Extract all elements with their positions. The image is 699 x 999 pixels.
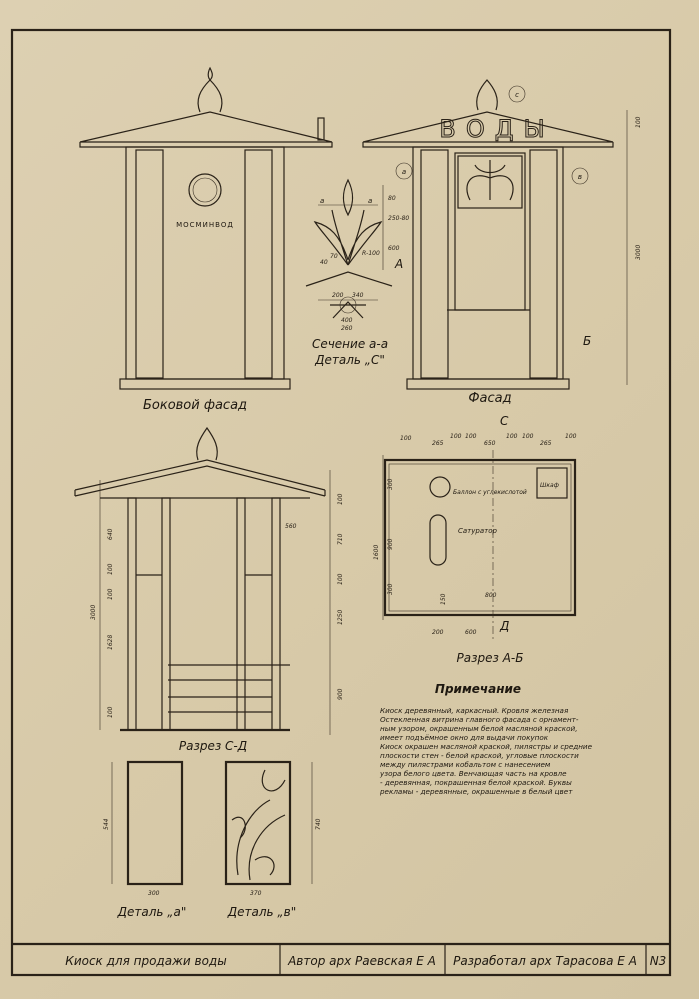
- title-block-name: Киоск для продажи воды: [65, 954, 226, 968]
- detail-c: а а А 80 250-80 600 R-100 70 40 200 340 …: [305, 178, 409, 367]
- dim: 200: [432, 629, 444, 636]
- note-line: Киоск окрашен масляной краской, пилястры…: [380, 742, 593, 751]
- dim: 370: [250, 890, 262, 897]
- note-title: Примечание: [435, 682, 521, 696]
- dim: 40: [320, 259, 328, 266]
- note-line: плоскости стен - белой краской, угловые …: [380, 751, 579, 760]
- dim: 100: [565, 433, 577, 440]
- dim: 200: [332, 292, 344, 299]
- dim: 265: [540, 440, 552, 447]
- side-facade: МОСМИНВОД Боковой фасад: [79, 66, 333, 413]
- dim: R-100: [362, 250, 380, 257]
- label-cabinet: Шкаф: [540, 482, 559, 489]
- dim: 560: [285, 523, 297, 530]
- side-label-b: Б: [583, 334, 591, 348]
- dim: 100: [107, 706, 114, 718]
- section-aa-title: Сечение а-а: [312, 337, 388, 351]
- note-line: ным узором, окрашенным белой масляной кр…: [380, 724, 578, 733]
- dim: 650: [484, 440, 496, 447]
- dim: 100: [635, 116, 642, 128]
- dim: 900: [387, 538, 394, 550]
- dim: 70: [330, 253, 338, 260]
- detail-a-title: Деталь „а": [117, 905, 187, 919]
- label-saturator: Сатуратор: [458, 527, 497, 535]
- section-cd: 3000 640 100 100 1628 100 560 1250 900 1…: [74, 426, 344, 753]
- side-facade-title: Боковой фасад: [143, 398, 247, 413]
- dim: 265: [432, 440, 444, 447]
- dim: 710: [337, 533, 344, 545]
- dim: 100: [337, 493, 344, 505]
- label-co2-cylinder: Баллон с углекислотой: [453, 489, 527, 496]
- dim: 100: [465, 433, 477, 440]
- dim: 100: [450, 433, 462, 440]
- marker-v: в: [578, 173, 582, 181]
- dim: 900: [337, 688, 344, 700]
- plan-ab: С Д Баллон с углекислотой Сатуратор Шкаф…: [373, 414, 577, 665]
- dim: 150: [440, 593, 447, 605]
- note-line: Остекленная витрина главного фасада с ор…: [380, 715, 579, 724]
- dim: 1250: [337, 610, 344, 625]
- sheet-frame: [10, 28, 672, 977]
- note-line: Киоск деревянный, каркасный. Кровля желе…: [380, 706, 569, 715]
- front-sign-letters: ВОДЫ: [439, 115, 554, 143]
- title-block-sheet-number: N3: [650, 954, 667, 968]
- dim: 600: [465, 629, 477, 636]
- marker-c: с: [515, 91, 519, 99]
- dim: 400: [341, 317, 353, 324]
- dim: 300: [387, 583, 394, 595]
- detail-a: 544 300 Деталь „а": [103, 760, 187, 919]
- section-cd-title: Разрез С-Д: [179, 739, 247, 753]
- dim: 1628: [107, 635, 114, 650]
- note-line: рекламы - деревянные, окрашенные в белый…: [379, 787, 573, 796]
- dim: 300: [148, 890, 160, 897]
- note-line: имеет подъёмное окно для выдачи покупок: [380, 733, 549, 742]
- note-line: узора белого цвета. Венчающая часть на к…: [379, 769, 567, 778]
- note-line: между пилястрами кобальтом с нанесением: [380, 760, 551, 769]
- dim: 544: [103, 818, 110, 830]
- detail-c-title: Деталь „С": [314, 353, 385, 367]
- front-facade-title: Фасад: [468, 391, 511, 406]
- title-block-author: Автор арх Раевская Е А: [287, 954, 436, 968]
- dim: 260: [341, 325, 353, 332]
- dim: 100: [522, 433, 534, 440]
- marker-a: а: [402, 168, 406, 176]
- dim: 300: [387, 478, 394, 490]
- detail-v: 740 370 Деталь „в": [224, 760, 322, 919]
- side-facade-sign: МОСМИНВОД: [176, 221, 234, 229]
- dim: 340: [352, 292, 364, 299]
- side-label-a: А: [394, 257, 403, 271]
- section-mark-a-right: а: [368, 197, 372, 205]
- dim: 100: [107, 563, 114, 575]
- dim: 100: [400, 435, 412, 442]
- dim: 100: [337, 573, 344, 585]
- dim: 3000: [90, 605, 97, 620]
- note-block: Примечание Киоск деревянный, каркасный. …: [379, 682, 593, 796]
- detail-v-title: Деталь „в": [227, 905, 296, 919]
- dim: 640: [107, 528, 114, 540]
- dim: 100: [107, 588, 114, 600]
- dim: 100: [506, 433, 518, 440]
- section-mark-d: Д: [499, 619, 509, 633]
- dim: 250-80: [388, 215, 409, 222]
- section-mark-c: С: [500, 414, 509, 428]
- dim: 3000: [635, 245, 642, 260]
- title-block: Киоск для продажи воды Автор арх Раевска…: [12, 942, 670, 975]
- dim: 600: [388, 245, 400, 252]
- front-facade: ВОДЫ а в с Б 100 3000 Фасад: [362, 79, 642, 406]
- plan-ab-title: Разрез А-Б: [457, 651, 524, 665]
- title-block-developer: Разработал арх Тарасова Е А: [453, 954, 637, 968]
- dim: 740: [315, 818, 322, 830]
- dim: 800: [485, 592, 497, 599]
- dim: 80: [388, 195, 396, 202]
- section-mark-a-left: а: [320, 197, 324, 205]
- dim: 1600: [373, 545, 380, 560]
- note-line: - деревянная, покрашенная белой краской.…: [380, 778, 572, 787]
